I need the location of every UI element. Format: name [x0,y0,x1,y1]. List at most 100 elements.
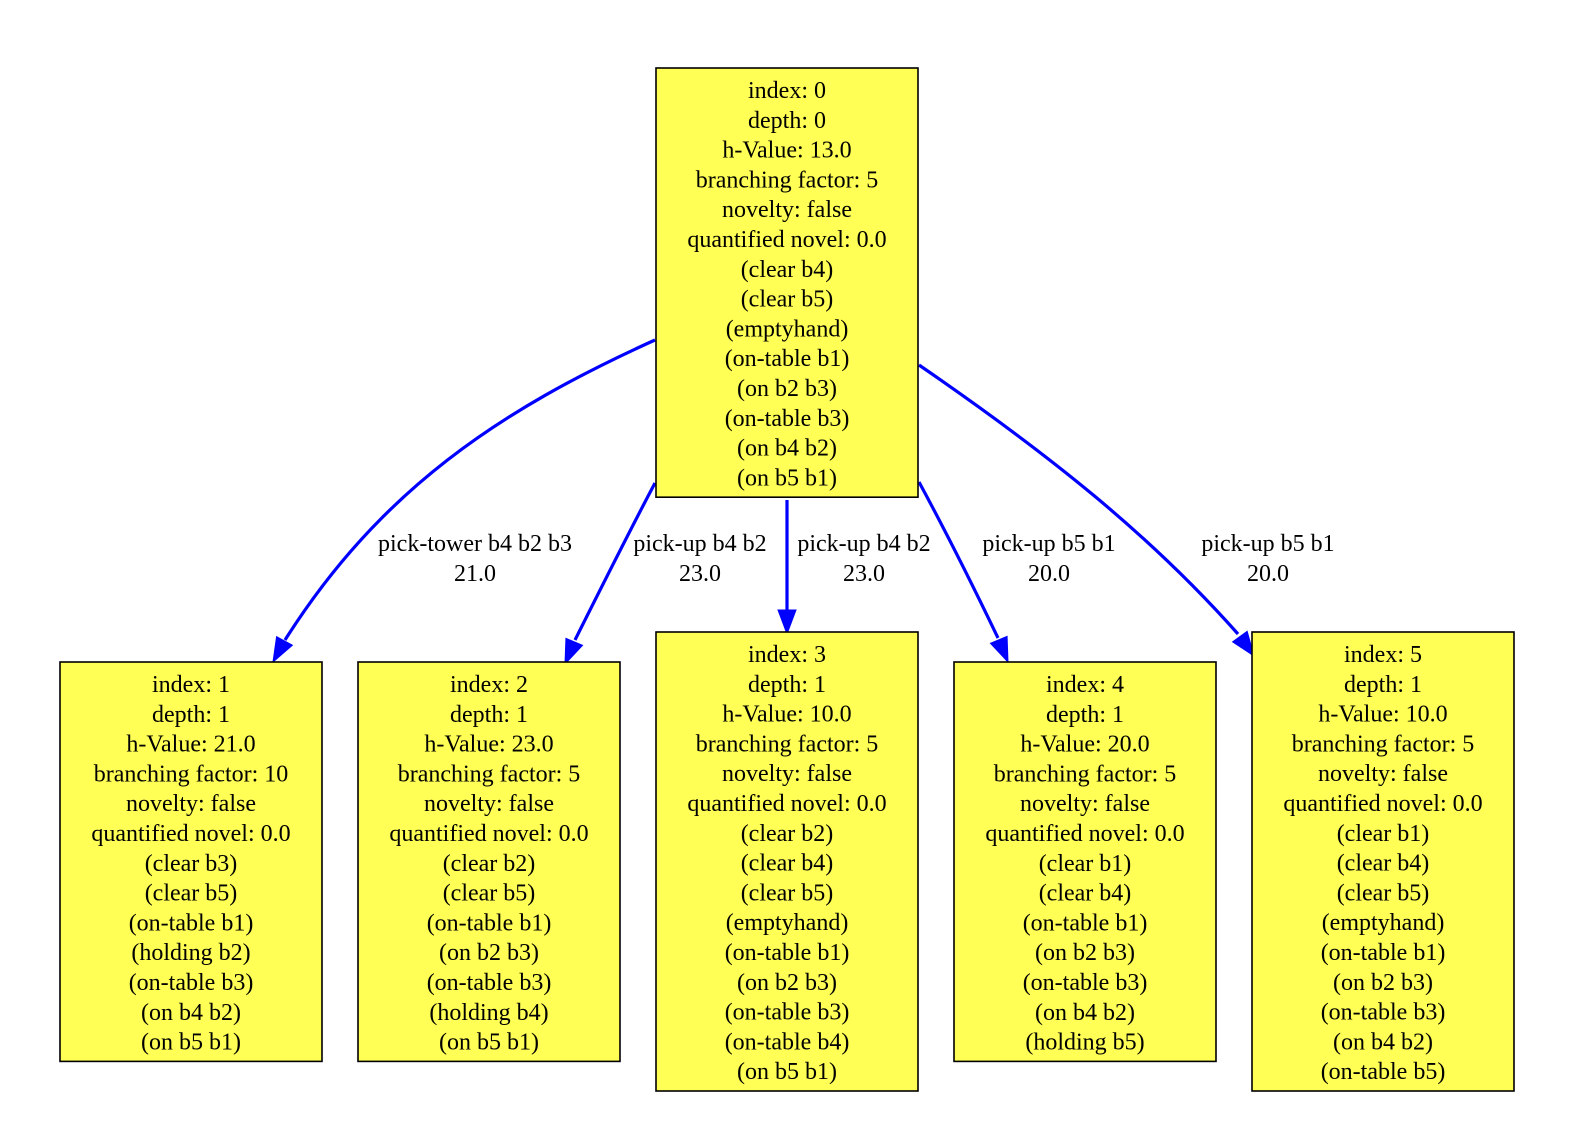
node-line: quantified novel: 0.0 [985,821,1184,847]
node-line: (on-table b3) [129,970,254,996]
node-line: novelty: false [1020,791,1150,817]
node-line: h-Value: 13.0 [722,138,851,164]
node-line: novelty: false [1318,761,1448,787]
node-line: (on b2 b3) [737,376,837,402]
node-line: depth: 1 [450,702,528,728]
node-line: (clear b5) [1337,880,1430,906]
node-line: (emptyhand) [726,316,849,342]
node-line: (on-table b3) [1321,1000,1446,1026]
node-line: (holding b4) [429,1000,548,1026]
node-5: index: 5 depth: 1 h-Value: 10.0 branching f… [1251,631,1515,1092]
node-line: index: 4 [1046,672,1124,698]
node-line: quantified novel: 0.0 [1283,791,1482,817]
node-line: branching factor: 5 [696,167,879,193]
edge-label-line: 23.0 [679,561,721,587]
node-line: (on-table b4) [725,1029,850,1055]
edge-line [918,363,1240,636]
node-line: (on-table b1) [725,940,850,966]
node-line: novelty: false [722,197,852,223]
node-box [655,67,919,499]
node-box [357,661,621,1063]
node-line: (holding b5) [1025,1030,1144,1056]
node-line: (clear b4) [741,257,834,283]
nodes-layer: index: 0 depth: 0 h-Value: 13.0 branching f… [59,67,1515,1092]
node-line: (on-table b1) [1023,910,1148,936]
node-box [59,661,323,1063]
edge-label-line: pick-up b5 b1 [1201,531,1334,557]
node-line: (on b4 b2) [1035,1000,1135,1026]
node-line: h-Value: 10.0 [1318,702,1447,728]
node-line: (on-table b1) [427,910,552,936]
edge-label-line: pick-up b4 b2 [797,531,930,557]
edge-label-line: pick-up b4 b2 [633,531,766,557]
node-line: h-Value: 10.0 [722,702,851,728]
edge-label-line: pick-tower b4 b2 b3 [378,531,572,557]
node-box [1251,631,1515,1092]
edge-node-0-node-2: pick-up b4 b2 23.0 [564,482,767,666]
node-box [655,631,919,1092]
node-line: (clear b5) [741,880,834,906]
node-line: (on-table b1) [1321,940,1446,966]
node-line: quantified novel: 0.0 [91,821,290,847]
node-line: (emptyhand) [1322,910,1445,936]
node-line: (on b4 b2) [141,1000,241,1026]
node-line: index: 5 [1344,642,1422,668]
node-line: (clear b2) [443,851,536,877]
node-line: (clear b4) [1337,851,1430,877]
node-line: (clear b5) [145,881,238,907]
arrowhead-icon [989,635,1009,664]
node-line: depth: 1 [152,702,230,728]
node-line: branching factor: 5 [1292,731,1475,757]
node-line: branching factor: 10 [94,761,289,787]
node-line: (on b2 b3) [1035,940,1135,966]
node-box [953,661,1217,1063]
node-line: (on b2 b3) [737,970,837,996]
node-line: (clear b2) [741,821,834,847]
node-line: branching factor: 5 [994,761,1177,787]
node-line: (on b5 b1) [439,1030,539,1056]
node-line: (on b5 b1) [737,465,837,491]
node-line: (clear b3) [145,851,238,877]
edge-node-0-node-1: pick-tower b4 b2 b3 21.0 [272,338,656,664]
node-line: depth: 1 [1046,702,1124,728]
node-line: (on-table b3) [427,970,552,996]
node-line: (on-table b3) [725,406,850,432]
edge-line [283,338,656,641]
node-line: (clear b5) [443,881,536,907]
node-line: (emptyhand) [726,910,849,936]
node-0: index: 0 depth: 0 h-Value: 13.0 branching f… [655,67,919,499]
node-line: (on b2 b3) [439,940,539,966]
node-line: index: 2 [450,672,528,698]
edge-node-0-node-5: pick-up b5 b1 20.0 [918,363,1335,658]
arrowhead-icon [272,635,294,664]
node-line: (on b4 b2) [737,436,837,462]
node-line: (on b4 b2) [1333,1029,1433,1055]
node-line: (clear b4) [741,851,834,877]
node-line: quantified novel: 0.0 [687,791,886,817]
node-line: (on-table b3) [725,1000,850,1026]
edge-label-line: 20.0 [1028,561,1070,587]
node-line: novelty: false [126,791,256,817]
node-line: depth: 0 [748,108,826,134]
node-line: (clear b1) [1039,851,1132,877]
node-line: branching factor: 5 [398,761,581,787]
node-line: index: 0 [748,78,826,104]
node-line: novelty: false [722,761,852,787]
node-line: quantified novel: 0.0 [687,227,886,253]
node-line: depth: 1 [1344,672,1422,698]
edge-label-line: 20.0 [1247,561,1289,587]
node-line: (clear b1) [1337,821,1430,847]
node-line: (on-table b1) [129,910,254,936]
node-line: index: 1 [152,672,230,698]
node-line: (on b5 b1) [141,1030,241,1056]
edge-label-line: 21.0 [454,561,496,587]
node-line: h-Value: 20.0 [1020,732,1149,758]
edge-label-line: pick-up b5 b1 [982,531,1115,557]
node-line: (on-table b1) [725,346,850,372]
